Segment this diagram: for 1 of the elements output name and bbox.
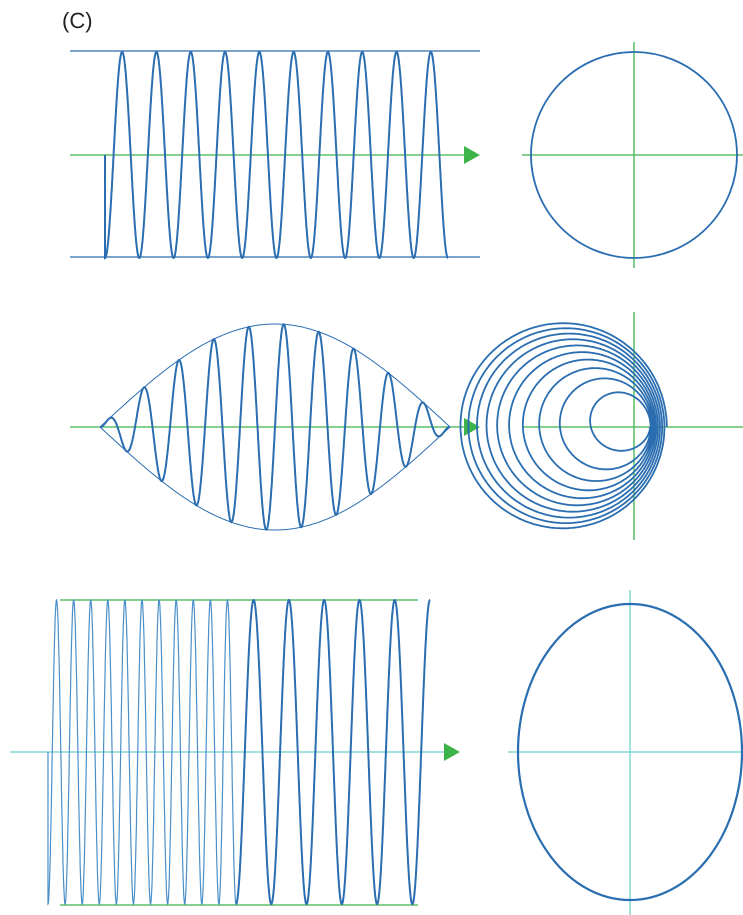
panel-label: (C)	[62, 8, 93, 34]
